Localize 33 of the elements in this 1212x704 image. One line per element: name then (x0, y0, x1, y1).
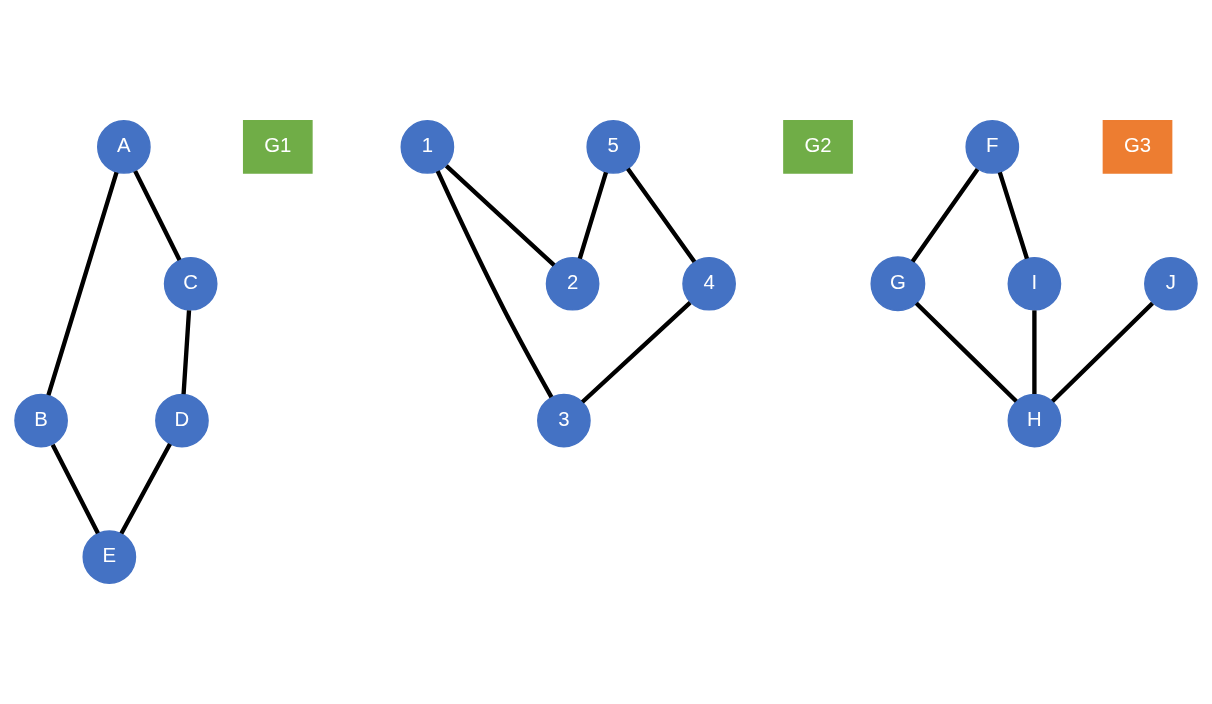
node-circle: 3 (537, 393, 591, 448)
node-circle: C (163, 256, 218, 311)
node-circle: D (155, 393, 209, 448)
node-circle: F (965, 120, 1020, 174)
node-circle: 1 (400, 120, 455, 174)
connector (181, 310, 192, 395)
node-circle: G (870, 256, 926, 312)
connector (577, 171, 609, 260)
node-circle: E (82, 530, 137, 584)
node-box: G3 (1102, 120, 1173, 174)
connector (1051, 301, 1155, 403)
node-circle: J (1144, 256, 1198, 311)
node-circle: A (97, 120, 151, 174)
connector (1032, 310, 1037, 395)
node-circle: I (1007, 256, 1062, 311)
connector (914, 301, 1018, 403)
connector (133, 170, 182, 261)
node-circle: 2 (545, 256, 600, 311)
connector (435, 170, 554, 399)
connector (997, 171, 1029, 260)
node-box: G1 (242, 120, 313, 174)
connector (910, 168, 980, 263)
connector (444, 164, 556, 267)
node-circle: H (1007, 393, 1062, 448)
node-circle: B (14, 393, 68, 448)
node-circle: 4 (682, 256, 736, 311)
connector (46, 171, 119, 396)
connector (580, 301, 692, 404)
connector (626, 167, 697, 264)
connector (50, 443, 100, 535)
node-box: G2 (783, 120, 853, 174)
node-circle: 5 (586, 120, 641, 174)
connector (119, 443, 172, 535)
